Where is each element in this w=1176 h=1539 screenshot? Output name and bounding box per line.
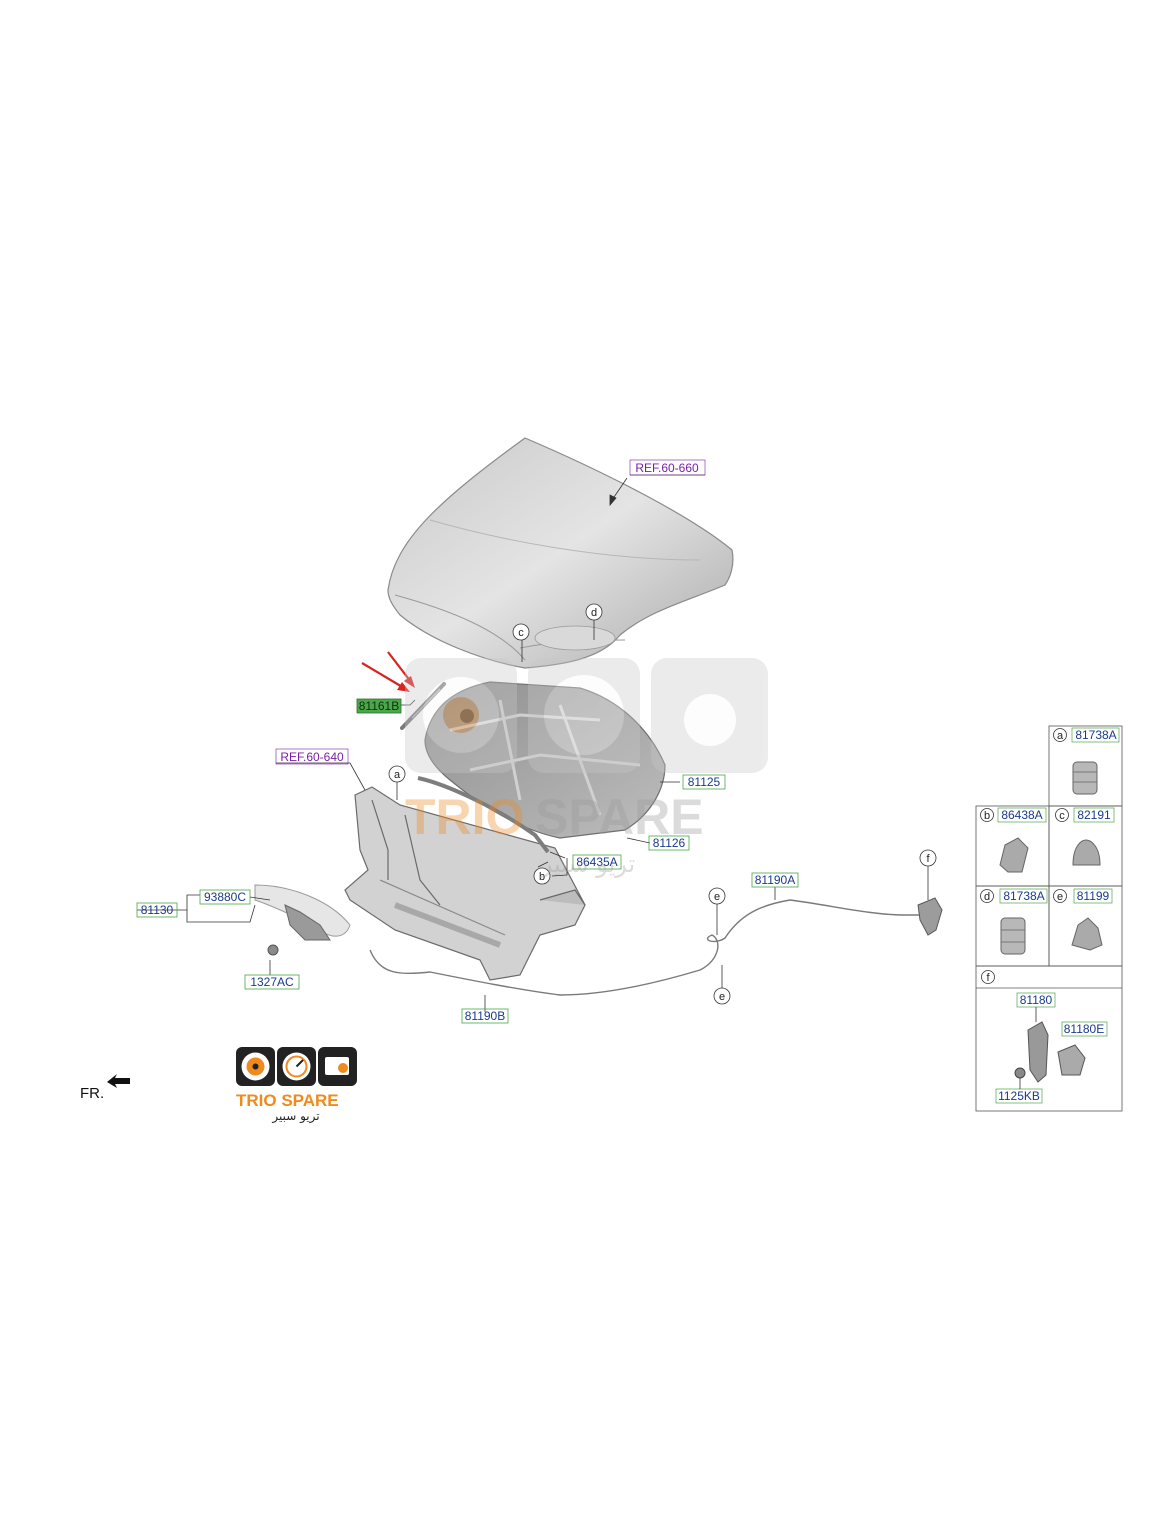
label-81130: 81130: [136, 902, 178, 918]
hood-lift-strut: [400, 682, 446, 730]
hood-seal-strip: [417, 776, 550, 854]
hood-insulator-pad: [424, 681, 666, 839]
label-81161b: 81161B: [356, 698, 402, 714]
svg-text:d: d: [591, 607, 597, 619]
hood-panel: [387, 437, 734, 669]
label-93880c: 93880C: [199, 889, 251, 905]
svg-text:e: e: [714, 891, 720, 903]
svg-text:تريو سبير: تريو سبير: [271, 1109, 319, 1124]
label-81190b: 81190B: [461, 1008, 509, 1024]
svg-text:b: b: [984, 810, 990, 822]
svg-text:1125KB: 1125KB: [998, 1089, 1040, 1103]
watermark: TRIO SPARE تريو سبير: [405, 658, 768, 878]
release-handle: [917, 897, 943, 936]
svg-text:f: f: [926, 853, 930, 865]
svg-text:81130: 81130: [141, 903, 174, 917]
red-arrows: [361, 651, 415, 692]
svg-text:a: a: [394, 769, 401, 781]
svg-text:86438A: 86438A: [1001, 808, 1042, 822]
handle-bracket: [1057, 1044, 1086, 1076]
label-ref-hood: REF.60-660: [629, 459, 706, 476]
svg-text:81161B: 81161B: [359, 699, 399, 713]
front-carrier: [344, 786, 586, 981]
clip-b: [999, 837, 1029, 873]
brand-logo: TRIO SPARE تريو سبير: [236, 1047, 357, 1124]
svg-text:82191: 82191: [1077, 808, 1111, 822]
label-81125: 81125: [682, 774, 726, 790]
svg-text:TRIO SPARE: TRIO SPARE: [236, 1091, 339, 1110]
bumper-c: [1072, 839, 1101, 866]
hood-latch-assembly: [254, 884, 351, 956]
callout-a: a: [388, 765, 406, 783]
front-direction-indicator: FR.: [80, 1074, 130, 1102]
svg-text:REF.60-660: REF.60-660: [635, 461, 699, 475]
clip-e: [1071, 917, 1103, 951]
bolt-1125kb: [1014, 1067, 1026, 1079]
callout-c: c: [512, 623, 530, 641]
callout-e-upper: e: [708, 887, 726, 905]
callout-b: b: [533, 867, 551, 885]
release-handle-detail: [1027, 1021, 1049, 1083]
svg-text:c: c: [1059, 810, 1065, 822]
svg-text:1327AC: 1327AC: [250, 975, 294, 989]
rubber-bumper-a: [1072, 761, 1098, 795]
svg-text:TRIO: TRIO: [405, 789, 524, 845]
svg-text:e: e: [719, 991, 725, 1003]
svg-text:SPARE: SPARE: [535, 789, 704, 845]
svg-text:f: f: [986, 972, 990, 984]
label-1327ac: 1327AC: [244, 974, 300, 990]
callout-f: f: [919, 849, 937, 867]
legend-cell-a: a 81738A: [1053, 727, 1120, 795]
svg-text:81190A: 81190A: [755, 873, 795, 887]
svg-text:81190B: 81190B: [465, 1009, 505, 1023]
svg-text:81738A: 81738A: [1075, 728, 1116, 742]
rubber-bumper-d: [1000, 917, 1026, 955]
svg-text:86435A: 86435A: [576, 855, 617, 869]
legend-cell-e: e 81199: [1053, 888, 1113, 951]
callout-e-lower: e: [713, 987, 731, 1005]
svg-text:81180E: 81180E: [1064, 1022, 1104, 1036]
svg-text:FR.: FR.: [80, 1085, 104, 1102]
svg-text:c: c: [518, 627, 524, 639]
svg-text:تريو سبير: تريو سبير: [540, 850, 635, 878]
label-86435a: 86435A: [572, 854, 622, 870]
svg-text:REF.60-640: REF.60-640: [280, 750, 344, 764]
label-81126: 81126: [648, 835, 690, 851]
svg-text:a: a: [1057, 730, 1064, 742]
callout-d: d: [585, 603, 603, 621]
legend-grid: [975, 725, 1123, 1112]
svg-text:b: b: [539, 871, 545, 883]
svg-text:81126: 81126: [653, 836, 686, 850]
svg-text:81738A: 81738A: [1003, 889, 1044, 903]
label-ref-carrier: REF.60-640: [275, 748, 349, 765]
legend-cell-d: d 81738A: [980, 888, 1048, 955]
svg-text:81199: 81199: [1077, 889, 1110, 903]
legend-cell-f: f 81180 81180E 1125KB: [981, 970, 1108, 1104]
svg-text:93880C: 93880C: [204, 890, 246, 904]
svg-text:81180: 81180: [1020, 993, 1053, 1007]
release-cable: [369, 899, 925, 996]
svg-text:d: d: [984, 891, 990, 903]
svg-text:e: e: [1057, 891, 1063, 903]
front-arrow-icon: [107, 1074, 130, 1088]
svg-text:81125: 81125: [688, 775, 721, 789]
label-81190a: 81190A: [751, 872, 799, 888]
legend-cell-b: b 86438A: [980, 807, 1047, 873]
legend-cell-c: c 82191: [1055, 807, 1115, 866]
